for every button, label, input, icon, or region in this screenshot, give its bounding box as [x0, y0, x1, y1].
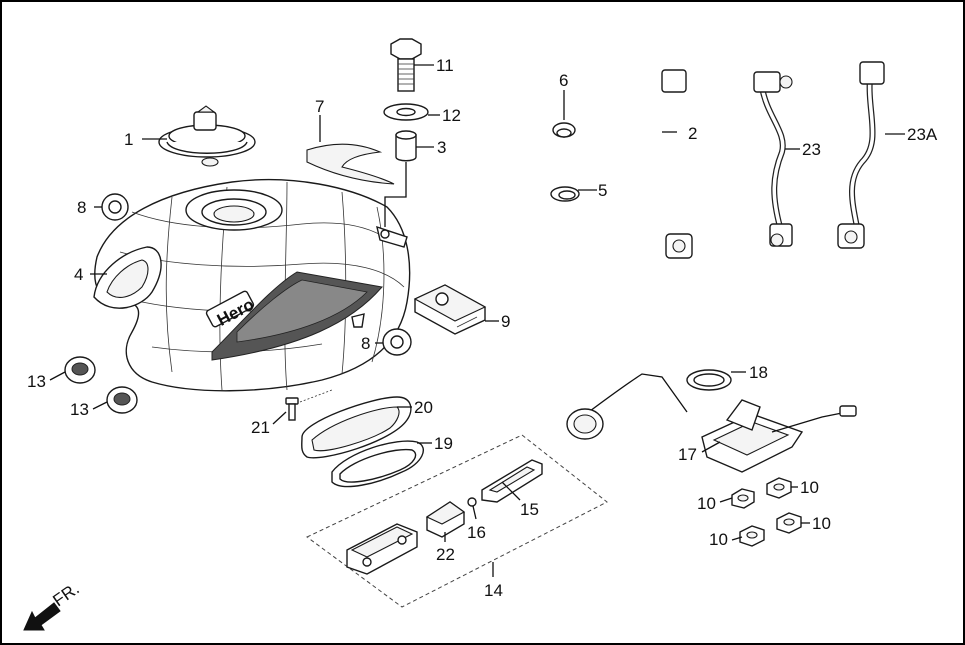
callout-20: 20	[414, 398, 433, 417]
part-10-nut-a	[731, 488, 755, 509]
front-arrow-icon	[23, 602, 61, 631]
part-8-grommet-upper	[101, 193, 129, 221]
part-18-seal-ring	[686, 369, 732, 391]
leader-lines	[49, 64, 905, 577]
part-4-tank-pad	[93, 246, 162, 309]
callout-13-lower: 13	[70, 400, 89, 419]
part-10-nut-c	[739, 525, 765, 547]
callout-10-a: 10	[697, 494, 716, 513]
part-6-hose-clip	[552, 122, 576, 138]
part-13-cushion-upper	[64, 356, 96, 384]
callout-8-lower: 8	[361, 334, 370, 353]
part-2-fuel-hose	[661, 69, 693, 259]
callout-21: 21	[251, 418, 270, 437]
part-7-decal	[306, 143, 395, 185]
callout-19: 19	[434, 434, 453, 453]
callout-22: 22	[436, 545, 455, 564]
callout-11: 11	[436, 56, 454, 75]
part-22-filter	[425, 501, 466, 538]
part-8-grommet-lower	[382, 328, 412, 356]
callout-7: 7	[315, 97, 324, 116]
callout-1: 1	[124, 130, 133, 149]
part-23A-fuel-hose	[837, 61, 885, 249]
callout-10-d: 10	[812, 514, 831, 533]
callout-17: 17	[678, 445, 697, 464]
callout-16: 16	[467, 523, 486, 542]
callout-9: 9	[501, 312, 510, 331]
callout-18: 18	[749, 363, 768, 382]
part-14-assembly-boundary	[306, 434, 608, 608]
callout-23A: 23A	[907, 125, 938, 144]
part-15-pump-body	[481, 459, 543, 503]
callout-15: 15	[520, 500, 539, 519]
callout-14: 14	[484, 581, 503, 600]
part-23-fuel-hose	[753, 71, 793, 247]
callout-10-b: 10	[800, 478, 819, 497]
part-12-washer	[383, 103, 429, 121]
callout-10-c: 10	[709, 530, 728, 549]
part-21-screw	[285, 389, 333, 421]
front-direction-indicator: FR.	[23, 579, 83, 631]
part-10-nut-b	[766, 477, 792, 499]
part-13-cushion-lower	[106, 386, 138, 414]
part-17-fuel-level-sender	[566, 373, 857, 473]
part-20-pump-flange	[301, 396, 412, 459]
part-19-gasket	[331, 440, 424, 488]
fuel-tank: Hero	[94, 178, 411, 392]
part-1-fuel-cap	[158, 105, 256, 167]
callout-12: 12	[442, 106, 461, 125]
callout-6: 6	[559, 71, 568, 90]
callout-4: 4	[74, 265, 83, 284]
part-11-bolt	[390, 38, 422, 92]
part-5-hose-clip	[550, 186, 580, 202]
part-10-nut-d	[776, 512, 802, 534]
callout-23: 23	[802, 140, 821, 159]
part-16-o-ring	[467, 497, 477, 507]
callout-2: 2	[688, 124, 697, 143]
callout-8-upper: 8	[77, 198, 86, 217]
callout-5: 5	[598, 181, 607, 200]
callout-13-upper: 13	[27, 372, 46, 391]
part-14-fuel-pump	[346, 523, 418, 575]
part-9-damper-block	[413, 284, 487, 335]
part-3-collar	[384, 130, 417, 227]
callout-3: 3	[437, 138, 446, 157]
callout-labels: 1 2 3 4 5 6 7 8 8 9 10 10 10 10 11 12 13…	[27, 56, 938, 600]
